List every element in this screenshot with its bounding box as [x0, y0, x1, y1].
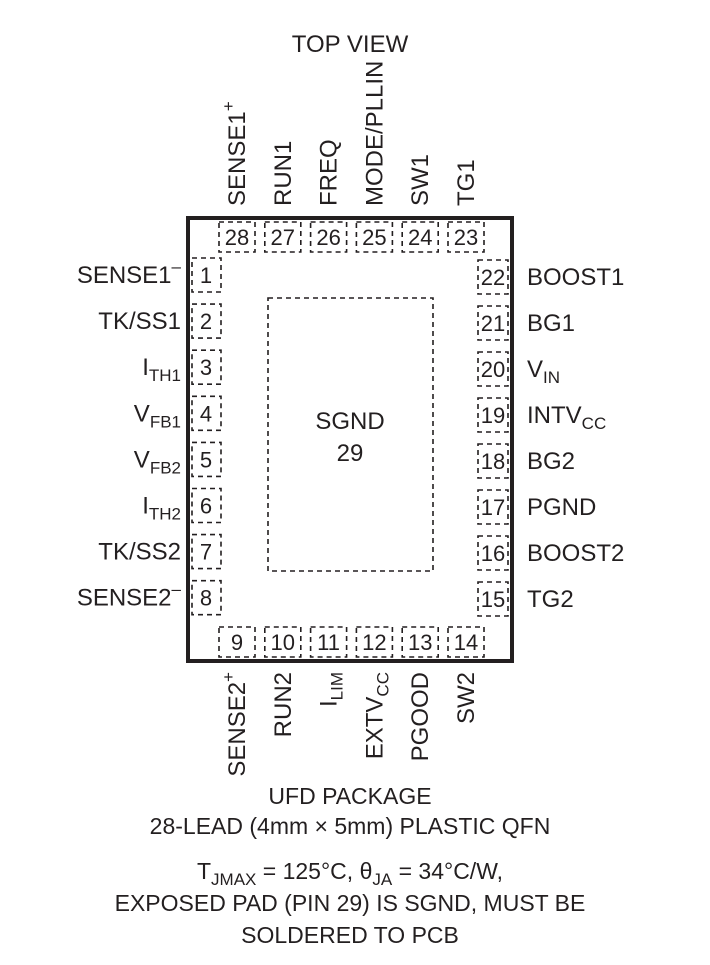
pin-label-top: SENSE1+: [219, 101, 251, 206]
pin-label-bottom: EXTVCC: [361, 672, 392, 759]
pin-pad-bottom: [263, 626, 302, 658]
pin-label-right: BOOST2: [527, 540, 624, 567]
pin-label-top: TG1: [453, 159, 480, 206]
package-outline: [186, 216, 514, 663]
pin-label-left: SENSE1–: [77, 257, 182, 289]
exposed-pad: [267, 297, 434, 572]
pin-number-top: 28: [225, 225, 249, 250]
pin-label-left: TK/SS2: [98, 539, 181, 566]
pin-label-top: MODE/PLLIN: [361, 61, 388, 206]
pins: 1 SENSE1– 2 TK/SS1 3 ITH1 4 VFB1 5 VFB2 6 ITH2 7 TK/S…: [77, 61, 625, 777]
pin-number-right: 17: [481, 495, 505, 520]
pin-number-bottom: 13: [408, 630, 432, 655]
pin-pad-left: [191, 533, 222, 570]
pin-label-top: SW1: [407, 154, 434, 206]
pin-number-top: 26: [316, 225, 340, 250]
pin-number-bottom: 9: [231, 630, 243, 655]
pin-pad-top: [355, 221, 394, 253]
pin-label-bottom: SW2: [453, 672, 480, 724]
pin-number-bottom: 11: [317, 630, 340, 655]
pin-pad-left: [191, 349, 222, 386]
pin-pad-right: [477, 535, 509, 571]
pin-label-left: TK/SS1: [98, 308, 181, 335]
pin-pad-right: [477, 259, 509, 295]
pin-label-left: VFB1: [134, 400, 181, 431]
pin-number-top: 25: [362, 225, 386, 250]
pin-pad-right: [477, 397, 509, 433]
pin-pad-top: [447, 221, 485, 253]
pin-label-right: INTVCC: [527, 402, 606, 433]
pin-number-left: 4: [200, 401, 212, 426]
caption-note-2: SOLDERED TO PCB: [241, 922, 459, 948]
pin-pad-left: [191, 303, 222, 339]
pin-pad-bottom: [309, 626, 348, 658]
pin-label-left: ITH2: [142, 493, 181, 524]
pin-pad-bottom: [218, 626, 256, 658]
pin-number-left: 5: [200, 447, 212, 472]
pin-number-right: 15: [481, 587, 505, 612]
pin-label-bottom: RUN2: [270, 672, 297, 737]
pin-pad-right: [477, 443, 509, 479]
pin-pad-right: [477, 351, 509, 387]
pin-label-bottom: ILIM: [316, 672, 347, 707]
view-title: TOP VIEW: [292, 31, 409, 58]
pin-number-top: 23: [454, 225, 478, 250]
pin-pad-bottom: [355, 626, 394, 658]
pin-number-right: 22: [481, 265, 505, 290]
pin-number-bottom: 10: [271, 630, 295, 655]
pin-label-right: BG1: [527, 310, 575, 337]
pin-number-left: 8: [200, 586, 212, 611]
pin-number-right: 20: [481, 357, 505, 382]
pin-number-bottom: 14: [454, 630, 478, 655]
pin-pad-top: [263, 221, 302, 253]
pin-number-left: 6: [200, 494, 212, 519]
pin-number-right: 16: [481, 541, 505, 566]
pin-label-right: BOOST1: [527, 264, 624, 291]
pin-pad-top: [309, 221, 348, 253]
caption-note-1: EXPOSED PAD (PIN 29) IS SGND, MUST BE: [115, 890, 586, 916]
pin-label-left: ITH1: [142, 354, 181, 385]
pin-number-top: 27: [271, 225, 295, 250]
pin-pad-right: [477, 489, 509, 525]
pin-number-top: 24: [408, 225, 432, 250]
pin-pad-bottom: [401, 626, 440, 658]
pin-pad-top: [401, 221, 440, 253]
pin-label-right: PGND: [527, 494, 596, 521]
pin-pad-left: [191, 579, 222, 616]
pin-pad-right: [477, 581, 509, 617]
pin-pad-bottom: [447, 626, 485, 658]
pin-number-bottom: 12: [362, 630, 386, 655]
pin-label-left: SENSE2–: [77, 580, 182, 612]
exposed-pad-name: SGND: [315, 408, 384, 435]
pin-number-right: 21: [481, 311, 505, 336]
caption-package: UFD PACKAGE: [268, 783, 431, 809]
pin-label-right: TG2: [527, 586, 574, 613]
pin-label-right: VIN: [527, 356, 560, 387]
pin-number-right: 19: [481, 403, 505, 428]
pin-label-bottom: SENSE2+: [219, 672, 251, 777]
pin-label-right: BG2: [527, 448, 575, 475]
pin-number-left: 3: [200, 355, 212, 380]
caption-lead: 28-LEAD (4mm × 5mm) PLASTIC QFN: [150, 813, 551, 839]
pin-label-top: FREQ: [316, 139, 343, 206]
exposed-pad-number: 29: [337, 440, 364, 467]
pin-pad-left: [191, 257, 222, 293]
pin-number-left: 1: [200, 263, 212, 288]
pin-pad-top: [218, 221, 256, 253]
pin-label-top: RUN1: [270, 141, 297, 206]
pin-pad-left: [191, 487, 222, 524]
pin-pad-left: [191, 441, 222, 478]
caption-thermal: TJMAX = 125°C, θJA = 34°C/W,: [197, 858, 503, 889]
pin-pad-right: [477, 305, 509, 341]
pin-number-right: 18: [481, 449, 505, 474]
pin-number-left: 2: [200, 309, 212, 334]
pin-label-bottom: PGOOD: [407, 672, 434, 761]
pin-pad-left: [191, 395, 222, 432]
pin-number-left: 7: [200, 540, 212, 565]
pin-label-left: VFB2: [134, 446, 181, 477]
